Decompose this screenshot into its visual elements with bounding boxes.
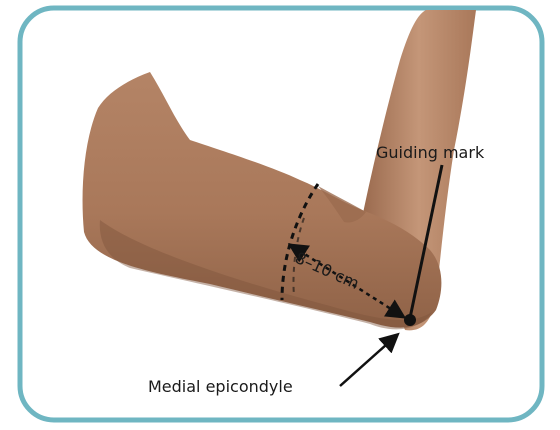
medial-epicondyle-dot xyxy=(404,314,416,326)
guiding-mark-label: Guiding mark xyxy=(376,143,484,162)
medial-epicondyle-label: Medial epicondyle xyxy=(148,377,293,396)
